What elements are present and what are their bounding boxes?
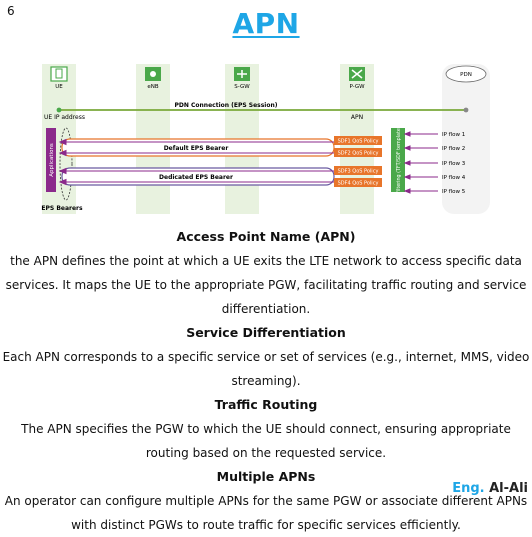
- page-title: APN: [232, 7, 300, 40]
- sdf1-label: SDF1 QoS Policy: [338, 139, 379, 145]
- eps-bearers-label: EPS Bearers: [41, 205, 83, 212]
- apn-label: APN: [351, 114, 363, 121]
- section-heading-multiple: Multiple APNs: [216, 469, 316, 484]
- pdn-column: [442, 64, 490, 214]
- sdf3-label: SDF3 QoS Policy: [338, 169, 379, 175]
- ip-flow-arrows: [403, 131, 438, 194]
- pdn-connection-end: [463, 107, 469, 113]
- ip-flow-2: IP flow 2: [442, 146, 465, 152]
- sdf4-label: SDF4 QoS Policy: [338, 181, 379, 187]
- section-body-multiple: An operator can configure multiple APNs …: [4, 494, 528, 532]
- default-bearer-label: Default EPS Bearer: [164, 145, 229, 152]
- sdf1-box: [334, 136, 382, 145]
- ip-flow-5: IP flow 5: [442, 189, 466, 195]
- dedicated-bearer-tube: [61, 167, 335, 186]
- footer-name: Al-Ali: [489, 481, 528, 496]
- node-label-pgw: P-GW: [349, 84, 365, 90]
- node-label-ue: UE: [55, 84, 63, 90]
- filtering-label: Filtering (TFT/SDF template): [396, 126, 402, 194]
- section-body-routing: The APN specifies the PGW to which the U…: [21, 422, 511, 460]
- enb-node: [145, 67, 161, 81]
- pgw-node: [349, 67, 365, 81]
- page-number: 6: [7, 4, 15, 18]
- section-heading-service: Service Differentiation: [186, 325, 346, 340]
- section-heading-routing: Traffic Routing: [214, 397, 318, 412]
- ip-flow-1: IP flow 1: [442, 132, 465, 138]
- applications-box: [46, 128, 56, 192]
- sdf4-box: [334, 178, 382, 187]
- filtering-box: [391, 128, 405, 192]
- footer-eng: Eng.: [452, 481, 485, 496]
- sdf3-box: [334, 166, 382, 175]
- ip-flow-4: IP flow 4: [442, 175, 466, 181]
- apn-diagram: UE eNB S-GW P-GW PDN PDN Connection (EPS…: [41, 64, 490, 214]
- ue-ip-label: UE IP address: [44, 114, 85, 121]
- section-body-apn: the APN defines the point at which a UE …: [5, 254, 527, 316]
- bearer-flow-arrows: [58, 138, 334, 186]
- node-label-pdn: PDN: [460, 72, 472, 78]
- default-bearer-tube: [61, 138, 335, 157]
- node-label-sgw: S-GW: [234, 84, 250, 90]
- pdn-connection-label: PDN Connection (EPS Session): [175, 102, 278, 109]
- ue-node: [50, 66, 68, 82]
- applications-label: Applications: [49, 143, 55, 177]
- sdf2-box: [334, 148, 382, 157]
- ip-flow-3: IP flow 3: [442, 161, 466, 167]
- pdn-connection-start: [56, 107, 62, 113]
- sdf2-label: SDF2 QoS Policy: [338, 151, 379, 157]
- author-footer: Eng. Al-Ali: [452, 481, 528, 496]
- eps-bearers-ellipse: [59, 127, 73, 201]
- pdn-node: [445, 65, 487, 83]
- node-label-enb: eNB: [147, 84, 158, 90]
- dedicated-bearer-label: Dedicated EPS Bearer: [159, 174, 233, 181]
- sgw-node: [234, 67, 250, 81]
- section-heading-apn: Access Point Name (APN): [176, 229, 356, 244]
- section-body-service: Each APN corresponds to a specific servi…: [2, 350, 530, 388]
